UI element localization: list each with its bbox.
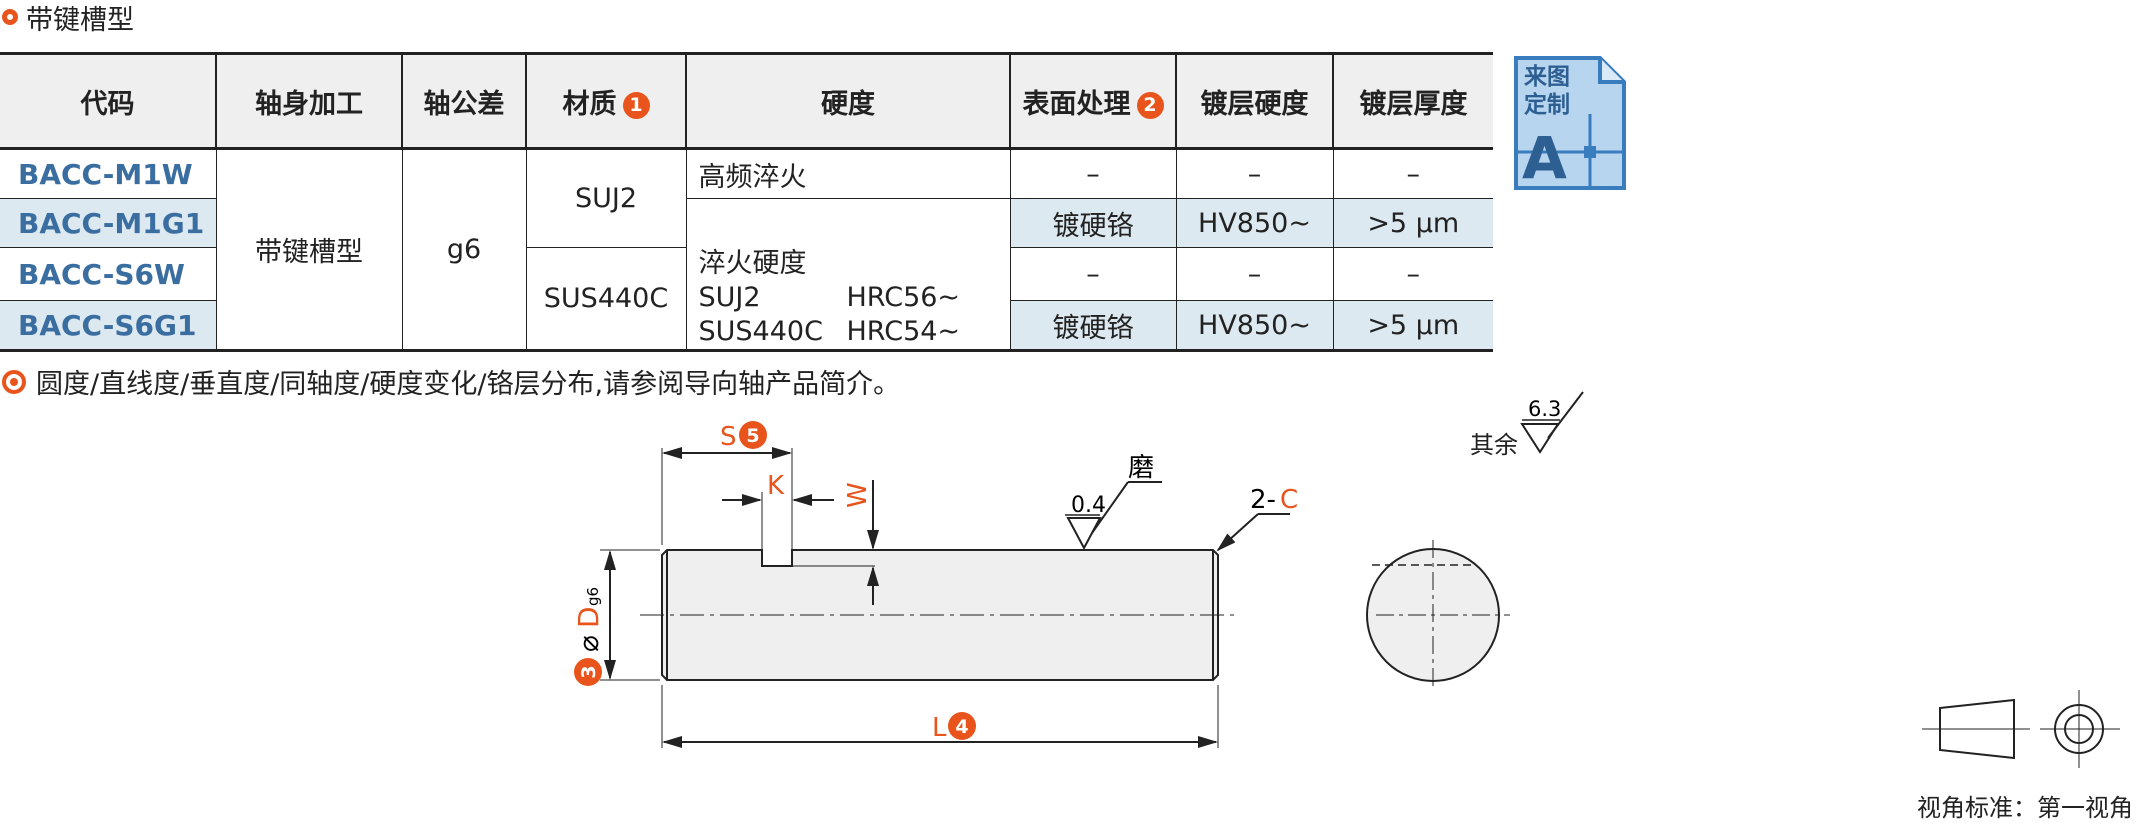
header-code: 代码 (0, 52, 217, 150)
section-title: 带键槽型 (26, 4, 134, 36)
table-row: BACC-S6W SUS440C – – – (0, 247, 1493, 352)
shaft-processing-cell: 带键槽型 (215, 148, 403, 352)
rest-roughness-value: 6.3 (1528, 397, 1561, 421)
header-surface-label: 表面处理 (1022, 88, 1131, 120)
badge-1: 1 (622, 91, 650, 119)
header-shaft-processing: 轴身加工 (215, 52, 403, 150)
table-row: BACC-M1W 带键槽型 g6 SUJ2 高频淬火 – – – (0, 148, 1493, 352)
chamfer-C: C (1280, 485, 1298, 515)
header-material-label: 材质 (562, 88, 617, 120)
surface-cell: 镀硬铬 (1009, 198, 1177, 248)
hardness-detail-cell: 淬火硬度 SUJ2 HRC56~ SUS440C HRC54~ (685, 198, 1011, 352)
dia-symbol: ⌀ (572, 635, 605, 652)
header-tolerance: 轴公差 (401, 52, 527, 150)
badge-4-bg (948, 712, 976, 740)
badge-3: 3 (578, 665, 600, 678)
roughness-value: 0.4 (1071, 493, 1106, 518)
stamp-line1: 来图 (1524, 64, 1570, 90)
dim-K: K (767, 471, 785, 501)
material-cell: SUJ2 (525, 148, 687, 248)
product-code[interactable]: BACC-S6W (0, 247, 217, 301)
product-code[interactable]: BACC-M1G1 (0, 198, 217, 248)
plating-hardness-cell: – (1175, 148, 1334, 199)
dim-D: D (572, 606, 605, 628)
surface-cell: – (1009, 247, 1177, 301)
note-text: 圆度/直线度/垂直度/同轴度/硬度变化/铬层分布,请参阅导向轴产品简介。 (36, 369, 901, 400)
hardness-value: HRC56~ (846, 282, 961, 313)
badge-5: 5 (746, 425, 759, 447)
tolerance-cell: g6 (401, 148, 527, 352)
header-hardness: 硬度 (685, 52, 1011, 150)
custom-drawing-stamp-icon[interactable]: 来图 定制 A (1512, 54, 1628, 192)
target-bullet-icon (2, 369, 26, 394)
circle-bullet-icon (2, 9, 18, 25)
material-cell: SUS440C (525, 247, 687, 352)
section-header: 带键槽型 (2, 0, 134, 36)
plating-hardness-cell: HV850~ (1175, 198, 1334, 248)
hardness-value: HRC54~ (846, 316, 961, 347)
product-code[interactable]: BACC-S6G1 (0, 300, 217, 352)
badge-5-bg (739, 421, 767, 449)
stamp-line2: 定制 (1524, 91, 1570, 118)
hardness-material: SUS440C (698, 316, 823, 347)
stamp-letter: A (1522, 124, 1567, 192)
badge-4: 4 (955, 716, 968, 738)
plating-thickness-cell: >5 μm (1332, 198, 1493, 248)
header-plating-thickness: 镀层厚度 (1332, 52, 1493, 150)
view-standard-label: 视角标准：第一视角 (1917, 794, 2133, 822)
table-row: BACC-M1G1 淬火硬度 SUJ2 HRC56~ SUS440C HRC54… (0, 198, 1493, 352)
hardness-top-cell: 高频淬火 (685, 148, 1011, 199)
chamfer-prefix: 2- (1250, 485, 1276, 515)
header-plating-hardness: 镀层硬度 (1175, 52, 1334, 150)
plating-hardness-cell: HV850~ (1175, 300, 1334, 352)
badge-3-bg (574, 658, 602, 686)
dim-W: W (843, 482, 873, 508)
hardness-grid: SUJ2 HRC56~ SUS440C HRC54~ (699, 281, 1010, 349)
plating-hardness-cell: – (1175, 247, 1334, 301)
plating-thickness-cell: >5 μm (1332, 300, 1493, 352)
plating-thickness-cell: – (1332, 148, 1493, 199)
product-code[interactable]: BACC-M1W (0, 148, 217, 199)
note-line: 圆度/直线度/垂直度/同轴度/硬度变化/铬层分布,请参阅导向轴产品简介。 (2, 362, 900, 401)
dim-L: L (932, 713, 947, 743)
dim-S: S (720, 422, 737, 452)
technical-drawing: S 5 K W 0.4 磨 2- C 3 ⌀ D g6 L 4 6.3 (572, 391, 2120, 768)
dim-D-sub: g6 (584, 587, 602, 606)
rest-label: 其余 (1470, 431, 1518, 459)
roughness-label: 磨 (1128, 453, 1154, 483)
badge-2: 2 (1136, 91, 1164, 119)
hardness-material: SUJ2 (698, 282, 761, 313)
plating-thickness-cell: – (1332, 247, 1493, 301)
surface-cell: – (1009, 148, 1177, 199)
surface-cell: 镀硬铬 (1009, 300, 1177, 352)
table-row: BACC-S6G1 镀硬铬 HV850~ >5 μm (0, 300, 1493, 352)
hardness-label: 淬火硬度 (698, 248, 807, 279)
